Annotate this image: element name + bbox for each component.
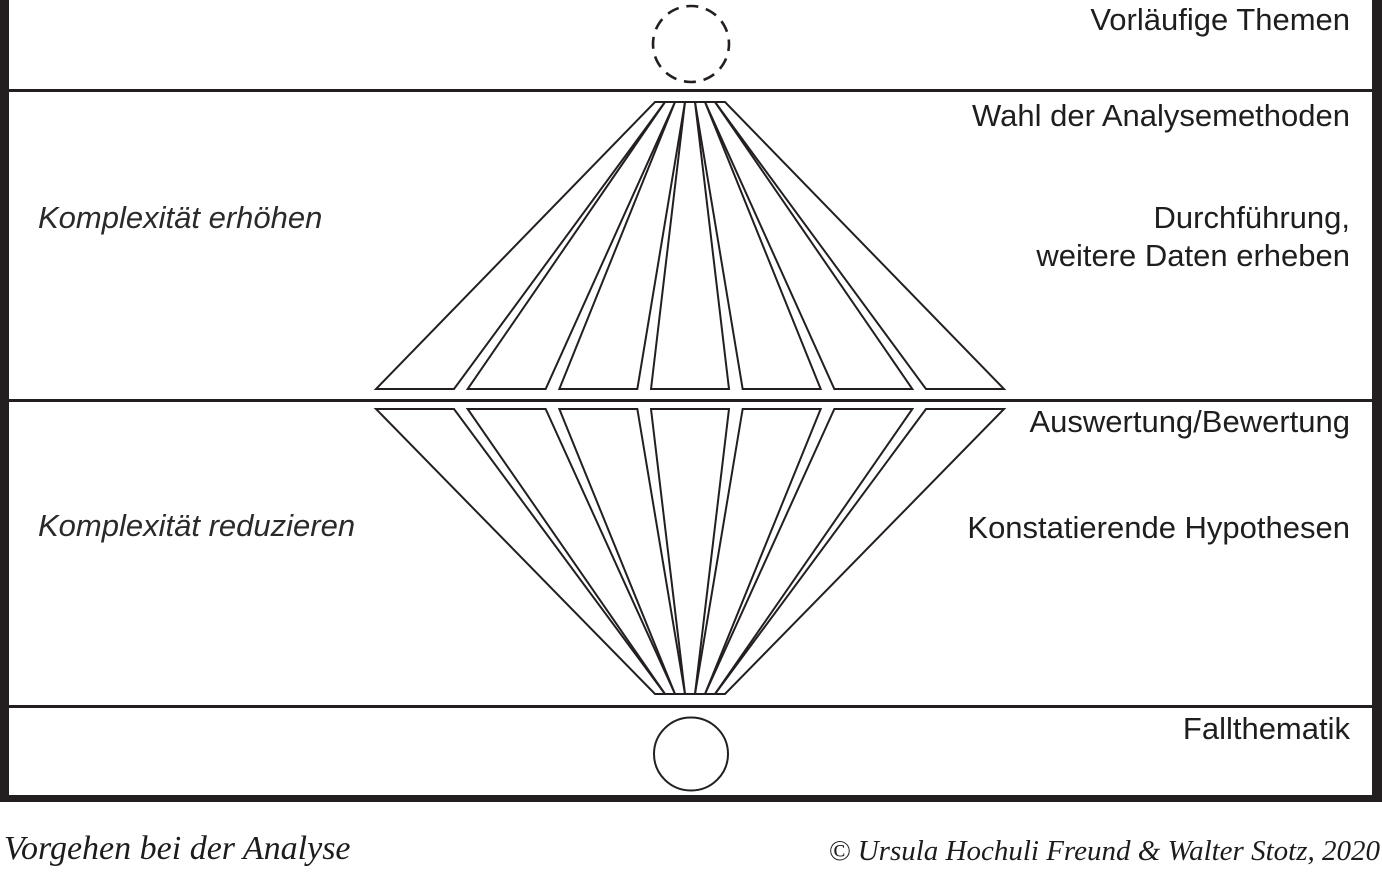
section-line-lower (0, 705, 1382, 708)
section-line-middle (0, 399, 1382, 402)
upper-fan-segment (465, 101, 677, 390)
upper-fan-expanding (373, 101, 1007, 390)
label-hypotheses: Konstatierende Hypothesen (967, 510, 1350, 545)
label-method-choice: Wahl der Analysemethoden (972, 98, 1350, 133)
lower-fan-segment (713, 408, 1007, 695)
lower-fan-segment (557, 408, 687, 695)
upper-fan-segment (557, 101, 687, 390)
upper-fan-segment (649, 101, 731, 390)
lower-fan-segment (649, 408, 731, 695)
upper-fan-segment (373, 101, 667, 390)
lower-fan-segment (693, 408, 823, 695)
lower-fan-segment (373, 408, 667, 695)
solid-circle-marker (653, 716, 729, 792)
label-preliminary-themes: Vorläufige Themen (1090, 2, 1350, 37)
bottom-frame-line (0, 795, 1382, 802)
label-execution-line2: weitere Daten erheben (1036, 238, 1350, 273)
label-reduce-complexity: Komplexität reduzieren (38, 508, 356, 543)
label-increase-complexity: Komplexität erhöhen (38, 200, 323, 235)
label-case-theme: Fallthematik (1182, 711, 1350, 746)
upper-fan-segment (693, 101, 823, 390)
label-execution-line1: Durchführung, (1153, 200, 1350, 235)
upper-fan-segment (703, 101, 915, 390)
dashed-circle-marker (651, 4, 731, 84)
section-line-top (0, 89, 1382, 92)
upper-fan-segment (713, 101, 1007, 390)
label-evaluation: Auswertung/Bewertung (1029, 404, 1350, 439)
label-execution: Durchführung, weitere Daten erheben (1036, 199, 1350, 275)
figure-credit: © Ursula Hochuli Freund & Walter Stotz, … (828, 835, 1380, 867)
lower-fan-converging (373, 408, 1007, 695)
figure-title: Vorgehen bei der Analyse (4, 830, 351, 867)
